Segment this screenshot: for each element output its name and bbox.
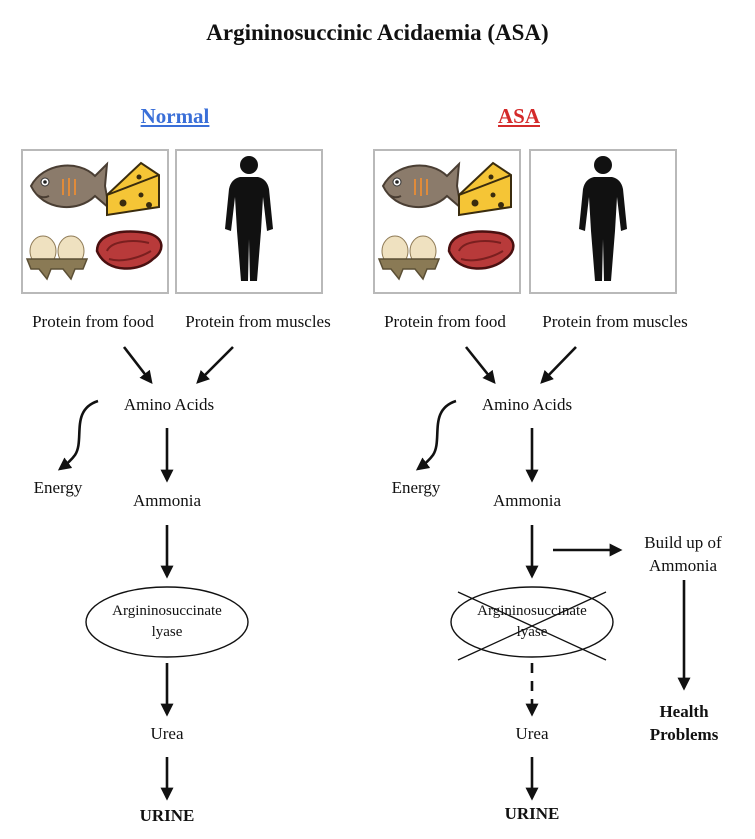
normal-enzyme-label: Argininosuccinate lyase (112, 603, 222, 640)
eggs-icon (25, 235, 89, 281)
normal-amino-acids-label: Amino Acids (123, 395, 215, 414)
human-silhouette-icon (579, 156, 627, 281)
asa-muscle-to-amino-arrow (540, 346, 577, 384)
asa-heading: ASA (497, 104, 540, 128)
asa-food-box (373, 149, 521, 294)
normal-heading: Normal (140, 104, 210, 128)
fish-icon (381, 161, 463, 211)
normal-amino-to-energy-arrow (57, 399, 99, 471)
cheese-icon (106, 161, 160, 217)
normal-energy-label: Energy (33, 478, 83, 497)
asa-health-problems-label: Health Problems (649, 702, 719, 744)
normal-ammonia-label: Ammonia (133, 491, 201, 510)
cheese-icon (458, 161, 512, 217)
asa-amino-acids-label: Amino Acids (481, 395, 573, 414)
normal-protein-muscles-label: Protein from muscles (185, 312, 331, 331)
asa-protein-muscles-label: Protein from muscles (542, 312, 688, 331)
asa-enzyme-cross-icon (457, 591, 607, 661)
normal-urea-label: Urea (150, 724, 184, 743)
page-title: Argininosuccinic Acidaemia (ASA) (206, 20, 549, 45)
normal-food-to-amino-arrow (122, 346, 153, 385)
eggs-icon (377, 235, 441, 281)
steak-icon (95, 230, 163, 270)
human-silhouette-icon (225, 156, 273, 281)
asa-protein-food-label: Protein from food (384, 312, 506, 331)
normal-urine-label: URINE (139, 806, 195, 825)
normal-enzyme-ellipse (85, 586, 249, 658)
normal-muscle-to-amino-arrow (196, 346, 234, 384)
asa-enzyme-label: Argininosuccinate lyase (477, 603, 587, 640)
normal-protein-food-label: Protein from food (32, 312, 154, 331)
asa-ammonia-label: Ammonia (493, 491, 561, 510)
asa-urea-label: Urea (515, 724, 549, 743)
asa-muscle-box (529, 149, 677, 294)
asa-food-to-amino-arrow (464, 346, 496, 385)
steak-icon (447, 230, 515, 270)
fish-icon (29, 161, 111, 211)
asa-urine-label: URINE (504, 804, 560, 823)
asa-buildup-label: Build up of Ammonia (644, 533, 722, 575)
asa-enzyme-ellipse (450, 586, 614, 658)
normal-muscle-box (175, 149, 323, 294)
normal-food-box (21, 149, 169, 294)
asa-amino-to-energy-arrow (415, 399, 457, 471)
asa-energy-label: Energy (391, 478, 441, 497)
